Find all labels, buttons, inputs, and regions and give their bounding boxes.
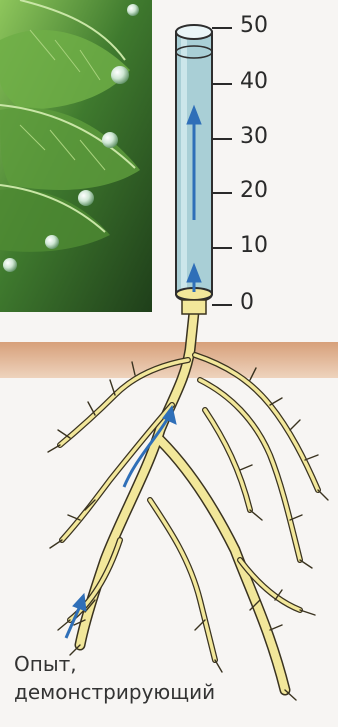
caption-line-2: демонстрирующий	[14, 678, 314, 706]
scale-ticks	[212, 28, 232, 305]
caption: Опыт, демонстрирующий	[14, 650, 314, 706]
leaf-photo	[0, 0, 152, 312]
scale-label-40: 40	[240, 71, 268, 93]
caption-line-1: Опыт,	[14, 650, 314, 678]
scale-label-10: 10	[240, 235, 268, 257]
scale-label-20: 20	[240, 180, 268, 202]
scale-label-0: 0	[240, 292, 254, 314]
soil-band	[0, 342, 338, 378]
scale-label-50: 50	[240, 15, 268, 37]
scale-label-30: 30	[240, 126, 268, 148]
